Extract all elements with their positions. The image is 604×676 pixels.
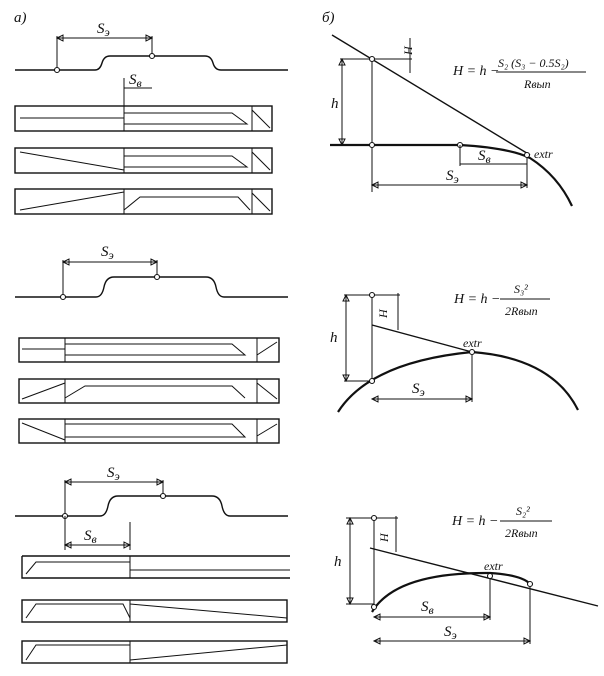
b1-h-label: h — [331, 96, 339, 112]
group3-bar-3 — [21, 640, 288, 664]
group1-bar-2 — [14, 147, 273, 174]
group3-bar-1 — [21, 555, 290, 579]
group2-bar-1 — [18, 337, 280, 363]
group3-se-label: Sэ — [107, 465, 120, 483]
group3-sv-label: Sв — [84, 528, 97, 546]
svg-text:S₂²: S₂² — [516, 504, 530, 518]
group1-sv-label: Sв — [129, 72, 142, 90]
svg-text:2Rвып: 2Rвып — [505, 304, 538, 318]
b2-extr-label: extr — [463, 336, 482, 350]
b1-sv-label: Sв — [478, 148, 491, 166]
b1-formula: H = h − S₂ (S₃ − 0.5S₂) Rвып — [452, 56, 586, 91]
b3-extr-label: extr — [484, 559, 503, 573]
b3-formula: H = h − S₂² 2Rвып — [451, 504, 552, 540]
svg-text:S₃²: S₃² — [514, 282, 528, 296]
group2-profile: Sэ — [15, 244, 288, 301]
group1-profile: Sэ Sв — [15, 21, 288, 108]
b2-h-label: h — [330, 330, 338, 346]
b3-diagram: h H Sв Sэ extr — [334, 514, 599, 645]
group1-bar-3 — [14, 188, 273, 215]
b2-H-label: H — [376, 308, 390, 319]
svg-text:H = h −: H = h − — [452, 64, 500, 79]
b3-h-label: h — [334, 554, 342, 570]
group2-bar-3 — [18, 418, 280, 444]
svg-text:Rвып: Rвып — [523, 77, 551, 91]
group3-profile: Sэ Sв — [15, 465, 288, 550]
svg-text:H = h −: H = h − — [451, 514, 499, 529]
b3-se-label: Sэ — [444, 624, 457, 642]
panel-b-label: б) — [322, 10, 335, 26]
b1-extr-label: extr — [534, 147, 553, 161]
b2-diagram: h H Sэ extr — [330, 291, 579, 413]
b2-formula: H = h − S₃² 2Rвып — [453, 282, 550, 318]
group3-bar-2 — [21, 599, 288, 623]
b1-H-label: H — [401, 45, 415, 56]
b3-H-label: H — [377, 532, 391, 543]
panel-a-label: а) — [14, 10, 27, 26]
b2-se-label: Sэ — [412, 381, 425, 399]
b3-sv-label: Sв — [421, 599, 434, 617]
svg-text:S₂ (S₃ − 0.5S₂): S₂ (S₃ − 0.5S₂) — [498, 56, 569, 70]
group2-bar-2 — [18, 378, 280, 404]
svg-text:2Rвып: 2Rвып — [505, 526, 538, 540]
group1-bar-1 — [14, 105, 273, 132]
group1-se-label: Sэ — [97, 21, 110, 39]
b1-se-label: Sэ — [446, 168, 459, 186]
b1-diagram: h H Sв Sэ extr — [330, 34, 573, 207]
group2-se-label: Sэ — [101, 244, 114, 262]
svg-text:H = h −: H = h − — [453, 292, 501, 307]
